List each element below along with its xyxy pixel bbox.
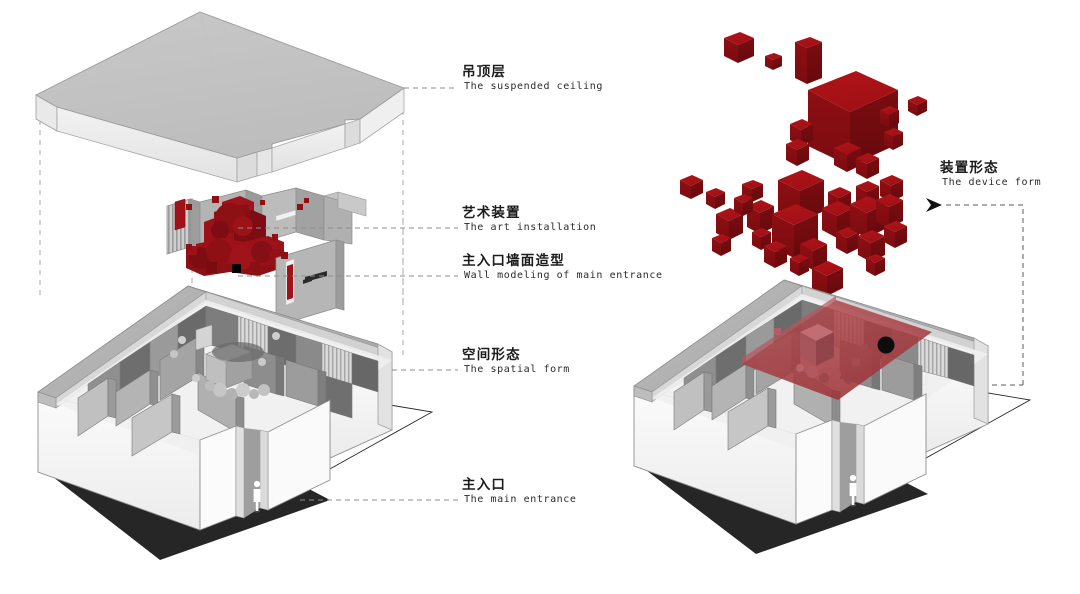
explode-guide-lines bbox=[39, 90, 404, 360]
right-human-figure-scale bbox=[849, 474, 857, 507]
red-cube-cluster bbox=[680, 32, 927, 296]
label-suspended-ceiling-cn: 吊顶层 bbox=[462, 64, 507, 80]
layer-suspended-ceiling bbox=[35, 11, 405, 183]
device-position-marker bbox=[877, 336, 895, 354]
label-spatial-form-cn: 空间形态 bbox=[462, 347, 521, 363]
label-spatial-form-en: The spatial form bbox=[464, 364, 570, 375]
device-form-arrow-icon bbox=[926, 198, 942, 212]
label-suspended-ceiling-en: The suspended ceiling bbox=[464, 81, 604, 92]
label-main-entrance-cn: 主入口 bbox=[462, 477, 507, 493]
label-device-form-en: The device form bbox=[942, 177, 1042, 188]
interior-art-object bbox=[170, 324, 280, 400]
label-art-installation: 艺术装置 The art installation bbox=[462, 205, 596, 235]
label-art-installation-cn: 艺术装置 bbox=[462, 205, 521, 221]
right-room-model bbox=[633, 279, 1032, 554]
label-entrance-wall-en: Wall modeling of main entrance bbox=[464, 270, 663, 281]
leader-lines-left bbox=[238, 87, 458, 501]
label-entrance-wall: 主入口墙面造型 Wall modeling of main entrance bbox=[462, 253, 663, 283]
layer-entrance-wall bbox=[275, 239, 345, 327]
art-installation-red-cluster-lower bbox=[186, 236, 287, 276]
label-device-form: 装置形态 The device form bbox=[940, 160, 1041, 190]
lower-cube-field bbox=[706, 170, 907, 296]
label-spatial-form: 空间形态 The spatial form bbox=[462, 347, 570, 377]
label-main-entrance: 主入口 The main entrance bbox=[462, 477, 577, 507]
label-device-form-cn: 装置形态 bbox=[940, 160, 999, 176]
label-entrance-wall-cn: 主入口墙面造型 bbox=[462, 253, 565, 269]
layer-spatial-form bbox=[37, 285, 434, 560]
label-art-installation-en: The art installation bbox=[464, 222, 597, 233]
art-installation-scatter-cubes bbox=[186, 196, 309, 250]
device-highlight-zone bbox=[742, 296, 932, 400]
label-suspended-ceiling: 吊顶层 The suspended ceiling bbox=[462, 64, 603, 94]
human-figure-scale bbox=[253, 480, 261, 513]
label-main-entrance-en: The main entrance bbox=[464, 494, 577, 505]
